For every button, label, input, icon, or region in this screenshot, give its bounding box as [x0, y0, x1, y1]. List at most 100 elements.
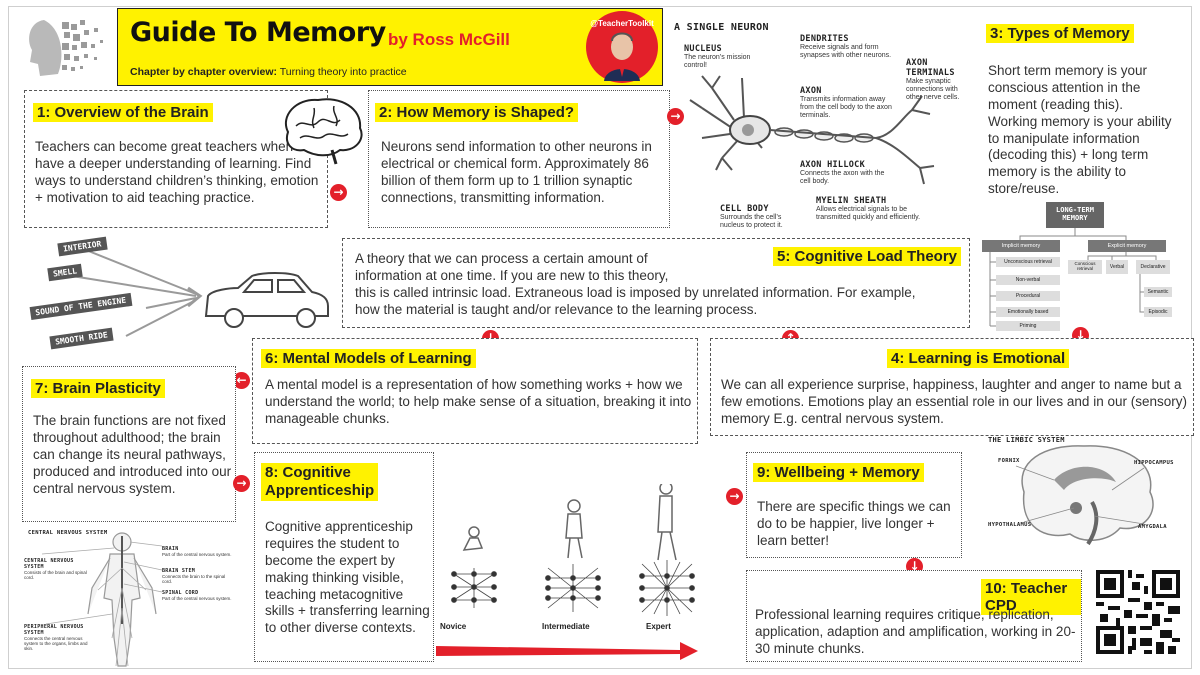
- cns-left-note: Connects the central nervous system to t…: [24, 636, 88, 652]
- neuron-nucleus-note: The neuron’s mission control!: [684, 54, 751, 70]
- cns-right-name: SPINAL CORD: [162, 590, 199, 596]
- section-9-heading: 9: Wellbeing + Memory: [753, 463, 924, 482]
- brain-illustration: [274, 92, 370, 166]
- cns-right-note: Part of the central nervous system.: [162, 596, 232, 601]
- stage-label-novice: Novice: [440, 622, 467, 631]
- cns-right-name: BRAIN: [162, 546, 179, 552]
- arrow-right-icon: →: [667, 108, 684, 125]
- qr-code-icon[interactable]: [1096, 570, 1180, 654]
- ltm-explicit-right: Declarative: [1136, 260, 1170, 274]
- section-1-box: 1: Overview of the Brain Teachers can be…: [24, 90, 328, 228]
- subtitle-text: Turning theory into practice: [279, 66, 407, 78]
- cns-left-label: PERIPHERAL NERVOUS SYSTEM Connects the c…: [24, 624, 94, 652]
- limbic-label: HYPOTHALAMUS: [988, 522, 1032, 528]
- cns-right-note: Connects the brain to the spinal cord.: [162, 574, 226, 585]
- cns-left-note: Consists of the brain and spinal cord.: [24, 570, 87, 581]
- cns-left-name: CENTRAL NERVOUS SYSTEM: [24, 558, 74, 570]
- ltm-chart: LONG-TERM MEMORY Implicit memory Explici…: [976, 200, 1174, 334]
- cns-title: CENTRAL NERVOUS SYSTEM: [28, 530, 108, 536]
- cns-left-label: CENTRAL NERVOUS SYSTEM Consists of the b…: [24, 558, 92, 580]
- author-badge: @TeacherToolkit: [586, 11, 658, 83]
- neuron-axon-note: Transmits information away from the cell…: [800, 96, 892, 120]
- section-2-heading: 2: How Memory is Shaped?: [375, 103, 579, 122]
- ltm-explicit-left: Conscious retrieval: [1068, 260, 1102, 274]
- arrow-right-icon: →: [330, 184, 347, 201]
- section-10-text: Professional learning requires critique,…: [755, 607, 1076, 656]
- arrow-right-icon: →: [726, 488, 743, 505]
- neuron-dendrites-label: DENDRITES Receive signals and form synap…: [800, 34, 900, 60]
- neuron-myelin-name: MYELIN SHEATH: [816, 196, 887, 206]
- neuron-axon-hillock-name: AXON HILLOCK: [800, 160, 866, 170]
- section-6-box: 6: Mental Models of Learning A mental mo…: [252, 338, 698, 444]
- learning-stages-illustration: Novice Intermediate Expert: [436, 484, 702, 664]
- neuron-cell-body-name: CELL BODY: [720, 204, 769, 214]
- section-3-text: Short term memory is your conscious atte…: [988, 63, 1172, 197]
- arrow-right-icon: →: [233, 475, 250, 492]
- neuron-axon-label: AXON Transmits information away from the…: [800, 86, 896, 120]
- section-3-heading: 3: Types of Memory: [986, 24, 1134, 43]
- section-10-box: 10: Teacher CPD Professional learning re…: [746, 570, 1082, 662]
- section-2-text: Neurons send information to other neuron…: [381, 139, 652, 205]
- neuron-axon-name: AXON: [800, 86, 822, 96]
- neuron-myelin-note: Allows electrical signals to be transmit…: [816, 206, 921, 222]
- neuron-myelin-label: MYELIN SHEATH Allows electrical signals …: [816, 196, 920, 222]
- section-3: 3: Types of Memory Short term memory is …: [982, 24, 1178, 198]
- limbic-label: HIPPOCAMPUS: [1134, 460, 1174, 466]
- section-5-heading: 5: Cognitive Load Theory: [773, 247, 962, 266]
- neuron-cell-body-note: Surrounds the cell’s nucleus to protect …: [720, 214, 783, 230]
- section-8-heading-line2: Apprenticeship: [265, 482, 375, 499]
- ltm-implicit-item: Priming: [996, 321, 1060, 331]
- poster-frame: [8, 6, 1192, 669]
- section-5-line: information at one time. If you are new …: [355, 268, 669, 283]
- title-banner: Guide To Memory by Ross McGill Chapter b…: [117, 8, 663, 86]
- neuron-diagram: A SINGLE NEURON NUCLEUS The neuron’s mis…: [672, 18, 976, 240]
- section-4-box: 4: Learning is Emotional We can all expe…: [710, 338, 1194, 436]
- cns-right-label: SPINAL CORD Part of the central nervous …: [162, 590, 232, 601]
- neuron-nucleus-label: NUCLEUS The neuron’s mission control!: [684, 44, 756, 70]
- section-4-heading: 4: Learning is Emotional: [887, 349, 1070, 368]
- neuron-axon-hillock-label: AXON HILLOCK Connects the axon with the …: [800, 160, 892, 186]
- cns-right-label: BRAIN STEM Connects the brain to the spi…: [162, 568, 232, 584]
- section-5-line: A theory that we can process a certain a…: [355, 251, 648, 266]
- arrow-left-icon: ←: [233, 372, 250, 389]
- cns-left-name: PERIPHERAL NERVOUS SYSTEM: [24, 624, 84, 636]
- ltm-explicit-sub: Semantic: [1144, 287, 1172, 297]
- limbic-label: FORNIX: [998, 458, 1020, 464]
- cns-right-name: BRAIN STEM: [162, 568, 196, 574]
- neuron-nucleus-name: NUCLEUS: [684, 44, 722, 54]
- poster-subtitle: Chapter by chapter overview: Turning the…: [130, 66, 407, 78]
- section-6-text: A mental model is a representation of ho…: [265, 377, 692, 426]
- section-7-heading: 7: Brain Plasticity: [31, 379, 165, 398]
- section-9-text: There are specific things we can do to b…: [757, 499, 951, 548]
- author-portrait-icon: [604, 32, 640, 81]
- ltm-root: LONG-TERM MEMORY: [1046, 202, 1104, 228]
- section-9-box: 9: Wellbeing + Memory There are specific…: [746, 452, 962, 558]
- twitter-handle: @TeacherToolkit: [590, 19, 654, 28]
- ltm-explicit-mid: Verbal: [1106, 260, 1128, 274]
- section-5-line: this is called intrinsic load. Extraneou…: [355, 285, 916, 300]
- section-8-text: Cognitive apprenticeship requires the st…: [265, 519, 430, 636]
- neuron-axon-hillock-note: Connects the axon with the cell body.: [800, 170, 885, 186]
- neuron-axon-terminals-name: AXON TERMINALS: [906, 58, 955, 78]
- section-1-text: Teachers can become great teachers when …: [35, 139, 323, 205]
- cns-right-note: Part of the central nervous system.: [162, 552, 232, 557]
- neuron-dendrites-note: Receive signals and form synapses with o…: [800, 44, 892, 60]
- stage-label-expert: Expert: [646, 622, 671, 631]
- limbic-title: THE LIMBIC SYSTEM: [988, 436, 1065, 444]
- section-4-text: We can all experience surprise, happines…: [721, 377, 1187, 426]
- poster-author: by Ross McGill: [388, 30, 510, 49]
- section-8-box: 8: Cognitive Apprenticeship Cognitive ap…: [254, 452, 434, 662]
- section-6-heading: 6: Mental Models of Learning: [261, 349, 476, 368]
- section-7-text: The brain functions are not fixed throug…: [33, 413, 232, 496]
- neuron-dendrites-name: DENDRITES: [800, 34, 849, 44]
- section-8-heading-line1: 8: Cognitive: [265, 464, 351, 481]
- ltm-explicit: Explicit memory: [1088, 240, 1166, 252]
- cns-illustration: CENTRAL NERVOUS SYSTEM CENTRAL NERVOUS S…: [22, 528, 234, 668]
- cns-right-label: BRAIN Part of the central nervous system…: [162, 546, 232, 557]
- limbic-label: AMYGDALA: [1138, 524, 1167, 530]
- neuron-axon-terminals-note: Make synaptic connections with other ner…: [906, 78, 960, 102]
- ltm-implicit: Implicit memory: [982, 240, 1060, 252]
- head-logo: [14, 10, 112, 86]
- neuron-axon-terminals-label: AXON TERMINALS Make synaptic connections…: [906, 58, 974, 102]
- stage-label-intermediate: Intermediate: [542, 622, 590, 631]
